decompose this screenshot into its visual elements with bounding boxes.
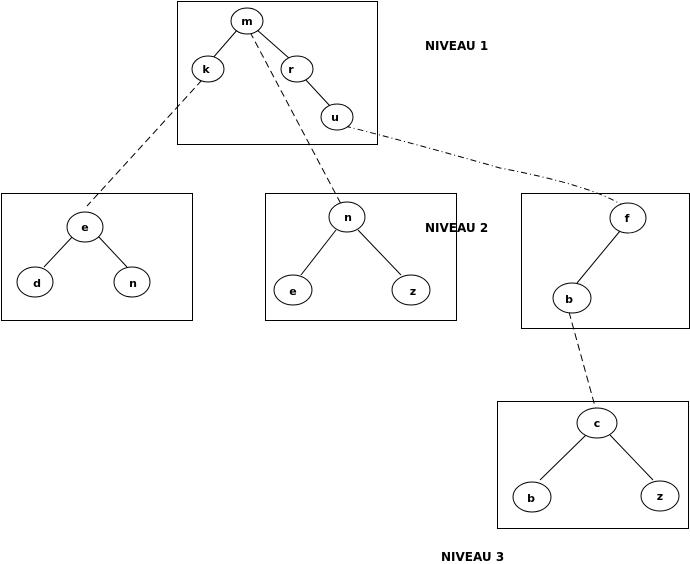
node-label: e <box>81 221 88 234</box>
link-u-to-f <box>344 125 623 206</box>
box-level2-middle <box>265 193 457 321</box>
edge-f-b <box>576 230 621 284</box>
node-b: b <box>552 282 592 314</box>
node-label: n <box>344 211 352 224</box>
node-n: n <box>113 266 151 298</box>
node-label: k <box>202 63 210 76</box>
node-f: f <box>609 202 647 234</box>
node-c: c <box>576 407 618 439</box>
edge-e-d <box>43 234 75 268</box>
node-label: f <box>625 212 630 225</box>
edge-r-u <box>304 78 331 107</box>
node-label: b <box>565 293 573 306</box>
node-u: u <box>320 103 354 131</box>
node-n: n <box>328 201 366 233</box>
node-label: m <box>241 15 252 28</box>
box-level2-left <box>1 193 193 321</box>
edge-c-z <box>609 434 654 481</box>
box-level2-right <box>521 193 690 329</box>
edge-m-k <box>211 28 239 60</box>
edge-e-n <box>96 234 128 268</box>
node-e: e <box>66 211 104 243</box>
node-m: m <box>230 7 264 35</box>
edge-c-b <box>539 434 587 481</box>
level-label-1: NIVEAU 1 <box>425 39 488 53</box>
node-e: e <box>273 274 313 306</box>
node-label: c <box>594 417 601 430</box>
node-z: z <box>640 480 680 512</box>
node-label: n <box>129 277 137 290</box>
node-d: d <box>16 266 54 298</box>
node-z: z <box>391 274 431 306</box>
node-k: k <box>191 55 225 83</box>
node-label: u <box>331 111 339 124</box>
edge-m-r <box>255 28 291 60</box>
node-label: r <box>288 63 294 76</box>
node-label: b <box>527 492 535 505</box>
node-r: r <box>280 55 314 83</box>
edge-n-z <box>357 229 402 276</box>
link-b-to-c <box>568 311 597 411</box>
box-level3 <box>497 401 689 529</box>
level-label-3: NIVEAU 3 <box>441 550 504 564</box>
node-label: e <box>289 285 296 298</box>
box-level1 <box>177 1 378 145</box>
node-label: z <box>410 285 416 298</box>
link-k-to-e <box>86 79 203 207</box>
node-b: b <box>512 481 552 513</box>
node-label: d <box>33 277 41 290</box>
node-label: z <box>657 490 663 503</box>
edge-n-e <box>300 229 337 276</box>
level-label-2: NIVEAU 2 <box>425 221 488 235</box>
